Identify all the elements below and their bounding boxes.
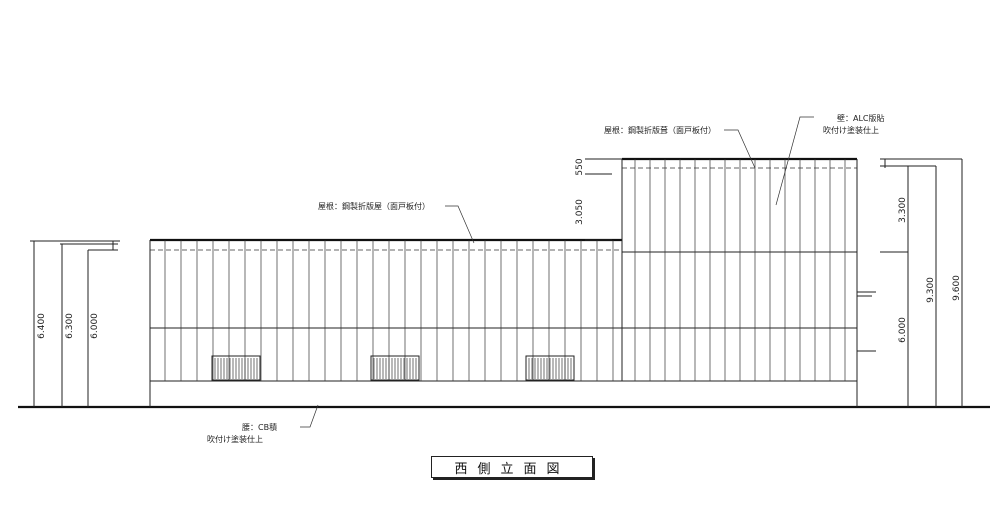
center-dimension-ticks xyxy=(585,158,622,241)
right-dimension-frame xyxy=(880,158,963,407)
dim-3050: 3.050 xyxy=(575,199,585,225)
tall-building xyxy=(621,157,876,407)
dim-6000-right: 6.000 xyxy=(898,317,908,343)
louvre-1 xyxy=(211,355,261,381)
roof-right-leader xyxy=(724,129,756,169)
roof-left-leader xyxy=(445,205,475,244)
wall-note-line2: 吹付け塗装仕上 xyxy=(823,125,879,135)
louvre-3 xyxy=(525,355,575,381)
louvre-2 xyxy=(370,355,420,381)
dim-9600: 9.600 xyxy=(952,275,962,301)
roof-right-note: 屋根：鋼製折版葺（面戸板付） xyxy=(604,125,716,135)
wall-note-line1: 壁：ALC版貼 xyxy=(837,113,885,123)
wall-leader xyxy=(775,116,814,206)
left-dimension-frame xyxy=(30,240,120,407)
base-note-line1: 腰：CB積 xyxy=(242,422,277,432)
dim-550: 550 xyxy=(575,158,585,175)
low-building xyxy=(149,238,622,407)
dim-3300: 3.300 xyxy=(898,197,908,223)
base-note-line2: 吹付け塗装仕上 xyxy=(207,434,263,444)
base-leader xyxy=(300,404,319,428)
drawing-title: 西側立面図 xyxy=(431,456,593,478)
roof-left-note: 屋根：鋼製折版屋（面戸板付） xyxy=(318,201,430,211)
dim-6300: 6.300 xyxy=(65,313,75,339)
dim-9300: 9.300 xyxy=(926,277,936,303)
dim-6000-left: 6.000 xyxy=(90,313,100,339)
dim-6400: 6.400 xyxy=(37,313,47,339)
